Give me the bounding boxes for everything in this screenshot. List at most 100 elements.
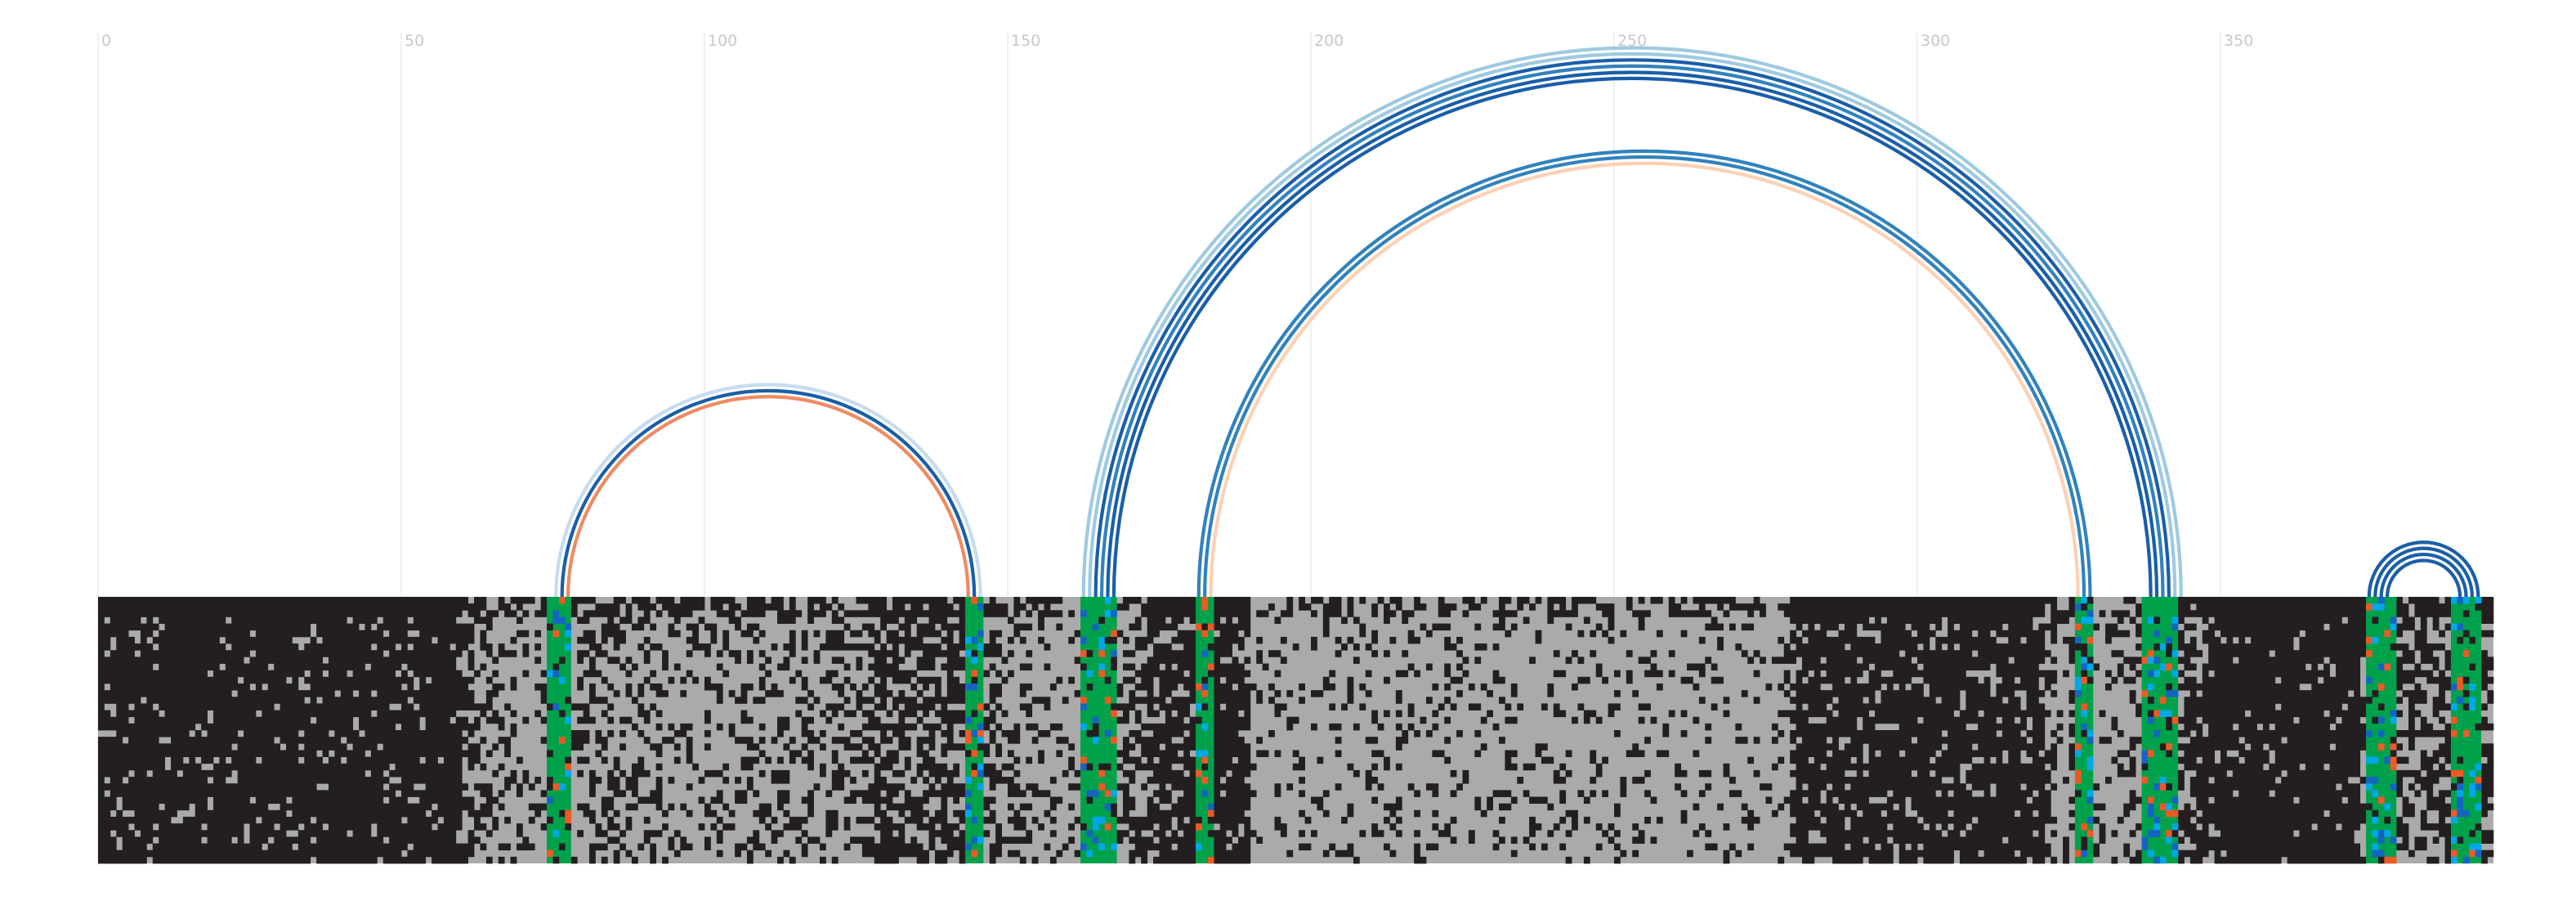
alignment-row-segment bbox=[856, 597, 887, 604]
alignment-row-segment bbox=[843, 816, 851, 824]
alignment-row-segment bbox=[152, 843, 262, 851]
alignment-row-segment bbox=[1778, 730, 1785, 737]
alignment-row-segment bbox=[2068, 743, 2076, 751]
alignment-row-segment bbox=[1705, 657, 1712, 664]
alignment-row-segment bbox=[650, 670, 657, 678]
alignment-row-segment bbox=[1778, 803, 1785, 811]
alignment-row-segment bbox=[777, 756, 784, 764]
alignment-row-segment bbox=[923, 723, 941, 731]
alignment-row-segment bbox=[534, 657, 542, 664]
alignment-row-segment bbox=[601, 710, 608, 718]
alignment-row-segment bbox=[716, 830, 723, 837]
alignment-row-segment bbox=[1134, 843, 1172, 851]
alignment-row-segment bbox=[492, 743, 499, 751]
alignment-row-segment bbox=[1013, 723, 1021, 731]
alignment-row-segment bbox=[892, 697, 918, 704]
alignment-row-segment bbox=[1517, 777, 1524, 784]
alignment-row-segment bbox=[504, 750, 511, 757]
nucleotide-cell bbox=[1196, 683, 1202, 691]
alignment-row-segment bbox=[1577, 630, 1585, 638]
alignment-row-segment bbox=[1771, 657, 1796, 664]
nucleotide-cell bbox=[971, 710, 978, 717]
alignment-row-segment bbox=[1402, 730, 1409, 737]
alignment-row-segment bbox=[2178, 769, 2185, 778]
alignment-row-segment bbox=[2481, 830, 2494, 837]
alignment-row-segment bbox=[1480, 743, 1487, 751]
alignment-row-segment bbox=[474, 616, 493, 624]
nucleotide-cell bbox=[2159, 783, 2167, 791]
alignment-row-segment bbox=[722, 803, 730, 811]
alignment-row-segment bbox=[164, 623, 311, 631]
alignment-row-segment bbox=[480, 737, 487, 744]
alignment-row-segment bbox=[874, 636, 881, 644]
alignment-row-segment bbox=[1850, 843, 1876, 851]
alignment-row-segment bbox=[474, 816, 481, 824]
alignment-row-segment bbox=[856, 663, 863, 671]
alignment-row-segment bbox=[1517, 597, 1530, 604]
alignment-row-segment bbox=[861, 723, 918, 731]
base-pair-arc-162-343 bbox=[1081, 46, 2183, 598]
alignment-row-segment bbox=[1432, 823, 1439, 831]
alignment-row-segment bbox=[485, 830, 493, 837]
alignment-row-segment bbox=[716, 816, 723, 824]
alignment-row-segment bbox=[662, 657, 669, 664]
alignment-row-segment bbox=[480, 763, 487, 771]
alignment-row-segment bbox=[2439, 743, 2452, 751]
nucleotide-cell bbox=[1111, 737, 1117, 744]
alignment-row-segment bbox=[510, 730, 517, 737]
alignment-row-segment bbox=[1214, 623, 1251, 631]
alignment-row-segment bbox=[1134, 670, 1184, 678]
base-pair-arc-374-392 bbox=[2367, 540, 2480, 598]
nucleotide-cell bbox=[2450, 716, 2457, 724]
nucleotide-cell bbox=[1201, 630, 1209, 638]
nucleotide-cell bbox=[1080, 756, 1087, 764]
alignment-row-segment bbox=[1948, 743, 1973, 751]
alignment-row-segment bbox=[2408, 783, 2415, 791]
alignment-row-segment bbox=[686, 737, 693, 744]
nucleotide-cell bbox=[2475, 723, 2482, 731]
alignment-row-segment bbox=[249, 823, 275, 831]
alignment-row-segment bbox=[364, 623, 372, 631]
alignment-row-segment bbox=[746, 849, 754, 858]
alignment-row-segment bbox=[2123, 657, 2142, 664]
alignment-row-segment bbox=[1420, 716, 1427, 724]
alignment-row-segment bbox=[2481, 790, 2494, 797]
nucleotide-cell bbox=[1201, 777, 1209, 784]
alignment-row-segment bbox=[1274, 703, 1287, 710]
alignment-row-segment bbox=[1935, 623, 1943, 631]
alignment-row-segment bbox=[765, 670, 772, 678]
alignment-row-segment bbox=[474, 716, 481, 724]
nucleotide-cell bbox=[552, 610, 560, 617]
alignment-row-segment bbox=[1796, 676, 1803, 684]
nucleotide-cell bbox=[2081, 663, 2088, 670]
alignment-row-segment bbox=[2117, 670, 2124, 678]
alignment-row-segment bbox=[1214, 843, 1227, 851]
alignment-row-segment bbox=[983, 743, 991, 751]
alignment-row-segment bbox=[1813, 756, 1851, 764]
alignment-row-segment bbox=[946, 683, 966, 691]
alignment-row-segment bbox=[310, 636, 317, 644]
alignment-row-segment bbox=[2051, 630, 2058, 638]
alignment-row-segment bbox=[152, 636, 220, 644]
alignment-row-segment bbox=[728, 723, 736, 731]
alignment-row-segment bbox=[1996, 663, 2039, 671]
alignment-row-segment bbox=[2038, 790, 2051, 797]
alignment-row-segment bbox=[1953, 790, 1973, 797]
alignment-row-segment bbox=[1523, 836, 1530, 844]
alignment-row-segment bbox=[1183, 763, 1196, 771]
alignment-row-segment bbox=[989, 690, 1002, 697]
alignment-row-segment bbox=[1371, 796, 1379, 805]
alignment-row-segment bbox=[1572, 650, 1578, 657]
alignment-row-segment bbox=[1026, 710, 1033, 718]
alignment-row-segment bbox=[1608, 710, 1615, 718]
alignment-row-segment bbox=[1159, 756, 1196, 764]
alignment-row-segment bbox=[2135, 823, 2142, 831]
nucleotide-cell bbox=[2081, 849, 2088, 858]
alignment-row-segment bbox=[510, 636, 517, 644]
alignment-row-segment bbox=[1856, 756, 1863, 764]
alignment-row-segment bbox=[1444, 737, 1451, 744]
alignment-row-segment bbox=[819, 843, 826, 851]
alignment-row-segment bbox=[1868, 676, 1912, 684]
alignment-row-segment bbox=[1074, 657, 1081, 664]
alignment-row-segment bbox=[959, 730, 966, 737]
